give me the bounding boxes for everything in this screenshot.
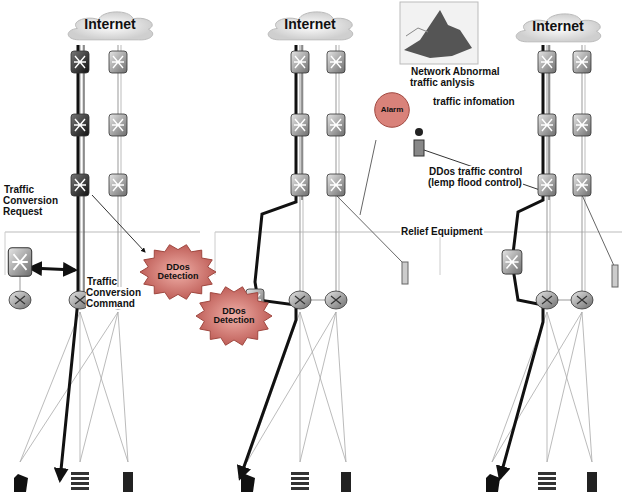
annotation-label: Relief Equipment: [400, 226, 504, 237]
server-icon: [587, 472, 597, 492]
router-icon: [538, 174, 556, 196]
annotation-text: Traffic Conversion Request: [3, 184, 58, 217]
annotation-text: Network Abnormal traffic anlysis: [410, 66, 500, 88]
router-icon: [327, 174, 345, 196]
annotation-label: traffic infomation: [432, 96, 518, 107]
node-label: Internet: [84, 17, 135, 32]
annotation-text: Relief Equipment: [400, 226, 484, 237]
server-icon: [14, 474, 28, 492]
router-icon: [502, 250, 522, 274]
router-icon: [538, 51, 556, 73]
node-label: Internet: [284, 17, 335, 32]
router-icon: [109, 174, 127, 196]
node-label: Alarm: [381, 106, 404, 114]
annotation-text: DDos traffic control (lemp flood control…: [428, 166, 523, 188]
router-icon: [538, 114, 556, 136]
switch-icon: [536, 291, 558, 309]
traffic-analysis-picture: [400, 2, 478, 64]
icons: [8, 2, 618, 492]
server-icon: [538, 472, 556, 490]
node-label: DDos Detection: [211, 307, 257, 326]
router-icon: [291, 114, 309, 136]
alarm-circle: Alarm: [374, 92, 410, 128]
internet-cloud: Internet: [510, 4, 606, 48]
annotation-label: Traffic Conversion Request: [3, 184, 67, 217]
router-icon: [327, 51, 345, 73]
router-icon: [8, 248, 31, 277]
router-icon: [109, 51, 127, 73]
detection-starburst: DDos Detection: [196, 286, 272, 346]
router-icon: [71, 114, 89, 136]
server-icon: [291, 472, 309, 490]
annotation-text: Traffic Conversion Command: [86, 276, 141, 309]
node-label: Internet: [532, 19, 583, 34]
switch-icon: [9, 291, 31, 309]
sensor-icon: [415, 128, 423, 136]
router-icon: [291, 174, 309, 196]
internet-cloud: Internet: [262, 2, 358, 46]
detection-starburst: DDos Detection: [140, 244, 216, 300]
annotation-label: Traffic Conversion Command: [86, 276, 148, 309]
server-icon: [241, 474, 255, 492]
switch-icon: [571, 291, 593, 309]
annotation-text: traffic infomation: [432, 96, 516, 107]
router-icon: [327, 114, 345, 136]
router-icon: [573, 114, 591, 136]
router-icon: [71, 174, 89, 196]
annotation-label: DDos traffic control (lemp flood control…: [428, 166, 532, 188]
server-icon: [486, 474, 500, 492]
server-icon: [414, 140, 424, 156]
device-icon: [402, 262, 408, 284]
switch-icon: [289, 291, 311, 309]
switch-icon: [325, 291, 347, 309]
router-icon: [71, 51, 89, 73]
server-icon: [341, 472, 351, 492]
wires: [5, 45, 622, 480]
server-icon: [123, 472, 133, 492]
internet-cloud: Internet: [62, 2, 158, 46]
node-label: DDos Detection: [155, 263, 201, 282]
device-icon: [612, 265, 618, 287]
annotation-label: Network Abnormal traffic anlysis: [410, 66, 522, 88]
router-icon: [573, 174, 591, 196]
router-icon: [109, 114, 127, 136]
server-icon: [71, 472, 89, 490]
router-icon: [573, 51, 591, 73]
router-icon: [291, 51, 309, 73]
